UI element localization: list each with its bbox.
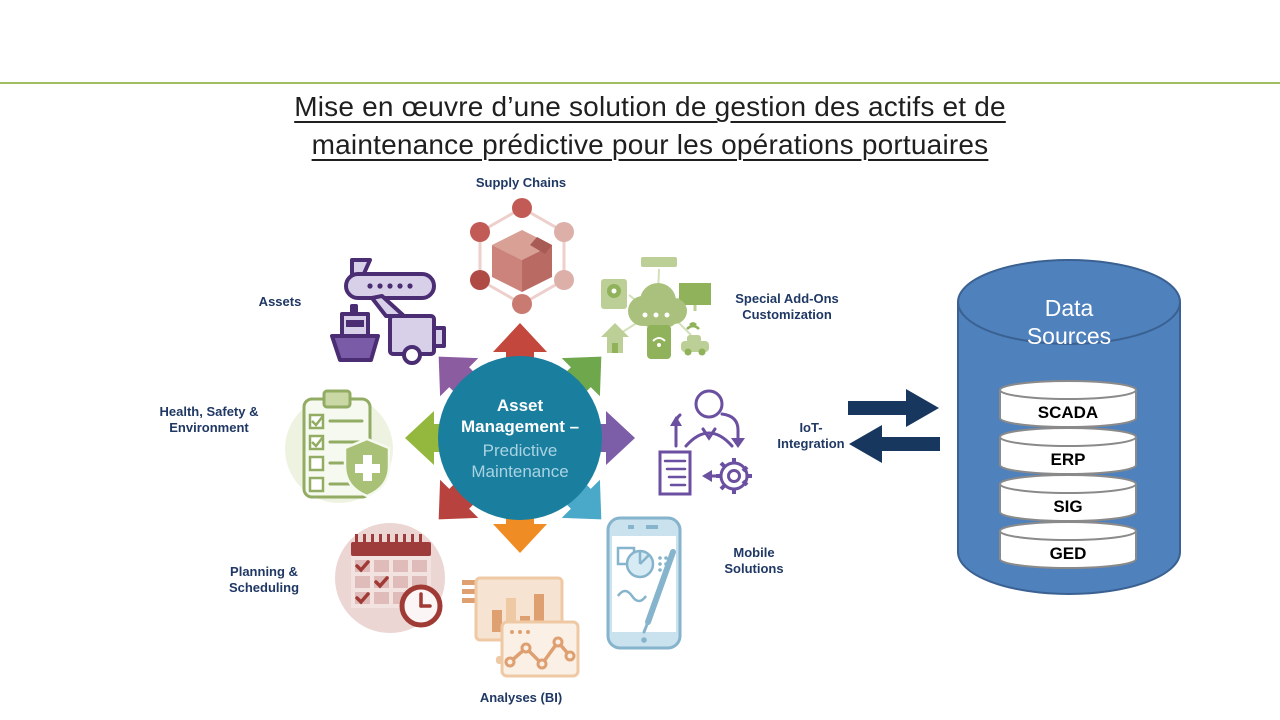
data-sources-title-line1: Data bbox=[1045, 295, 1094, 321]
accent-line bbox=[0, 82, 1280, 84]
sig-label: SIG bbox=[1053, 497, 1082, 516]
label-special-add-ons: Special Add-Ons Customization bbox=[735, 291, 839, 322]
planning-scheduling-icon bbox=[335, 523, 445, 633]
ged-cylinder: GED bbox=[999, 521, 1137, 569]
data-sources-cylinder: Data Sources SCADA ERP SIG GED bbox=[957, 259, 1181, 595]
iot-integration-icon bbox=[658, 389, 752, 496]
label-analyses-bi: Analyses (BI) bbox=[479, 690, 563, 705]
exchange-arrow-right-icon bbox=[848, 389, 939, 427]
scada-cylinder: SCADA bbox=[999, 380, 1137, 428]
label-assets: Assets bbox=[258, 294, 302, 309]
assets-icon bbox=[330, 258, 446, 365]
label-mobile-solutions: Mobile Solutions bbox=[724, 545, 784, 576]
erp-cylinder: ERP bbox=[999, 427, 1137, 475]
data-exchange-arrows-icon bbox=[848, 389, 940, 463]
sig-cylinder: SIG bbox=[999, 474, 1137, 522]
label-supply-chains: Supply Chains bbox=[475, 175, 567, 190]
hub-circle: Asset Management – Predictive Maintenanc… bbox=[438, 356, 602, 520]
page-title-line2: maintenance prédictive pour les opératio… bbox=[311, 129, 989, 160]
label-iot-integration: IoT- Integration bbox=[777, 420, 845, 451]
hub-subtitle: Predictive Maintenance bbox=[471, 440, 569, 481]
page-title: Mise en œuvre d’une solution de gestion … bbox=[10, 88, 1280, 164]
scada-label: SCADA bbox=[1038, 403, 1098, 422]
health-safety-environment-icon bbox=[285, 389, 393, 503]
page-title-line1: Mise en œuvre d’une solution de gestion … bbox=[294, 91, 1006, 122]
mobile-solutions-icon bbox=[606, 516, 682, 650]
supply-chains-icon bbox=[470, 198, 574, 314]
special-add-ons-icon bbox=[601, 257, 711, 359]
label-health-safety-environment: Health, Safety & Environment bbox=[159, 404, 259, 435]
analyses-bi-icon bbox=[462, 576, 580, 678]
exchange-arrow-left-icon bbox=[849, 425, 940, 463]
ged-label: GED bbox=[1050, 544, 1087, 563]
hub-title: Asset Management – bbox=[460, 395, 580, 436]
label-planning-scheduling: Planning & Scheduling bbox=[228, 564, 300, 595]
erp-label: ERP bbox=[1051, 450, 1086, 469]
data-sources-title-line2: Sources bbox=[1027, 323, 1111, 349]
